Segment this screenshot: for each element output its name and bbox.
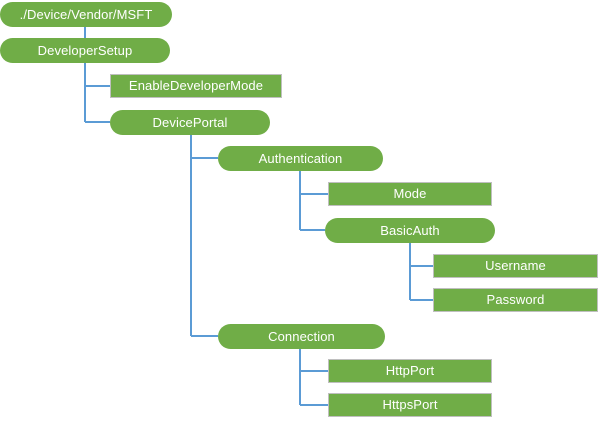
tree-node-label: Mode <box>393 186 427 201</box>
tree-node-label: Password <box>486 292 545 307</box>
tree-node-developersetup[interactable]: DeveloperSetup <box>0 38 170 63</box>
tree-node-connection[interactable]: Connection <box>218 324 385 349</box>
tree-node-label: DevicePortal <box>152 114 228 130</box>
tree-node-label: HttpsPort <box>382 397 438 412</box>
tree-node-httpport[interactable]: HttpPort <box>328 359 492 383</box>
tree-node-username[interactable]: Username <box>433 254 598 278</box>
tree-node-deviceportal[interactable]: DevicePortal <box>110 110 270 135</box>
tree-node-authentication[interactable]: Authentication <box>218 146 383 171</box>
tree-node-root[interactable]: ./Device/Vendor/MSFT <box>0 2 172 27</box>
tree-node-label: Connection <box>268 328 335 344</box>
tree-node-label: BasicAuth <box>380 222 440 238</box>
tree-node-mode[interactable]: Mode <box>328 182 492 206</box>
tree-node-label: HttpPort <box>385 363 435 378</box>
tree-node-label: DeveloperSetup <box>37 42 133 58</box>
tree-node-password[interactable]: Password <box>433 288 598 312</box>
tree-node-label: EnableDeveloperMode <box>128 78 264 93</box>
tree-node-basicauth[interactable]: BasicAuth <box>325 218 495 243</box>
tree-node-enabledevelopermode[interactable]: EnableDeveloperMode <box>110 74 282 98</box>
tree-node-label: Username <box>485 258 546 273</box>
tree-node-httpsport[interactable]: HttpsPort <box>328 393 492 417</box>
tree-node-label: Authentication <box>258 150 343 166</box>
tree-node-label: ./Device/Vendor/MSFT <box>19 6 153 22</box>
